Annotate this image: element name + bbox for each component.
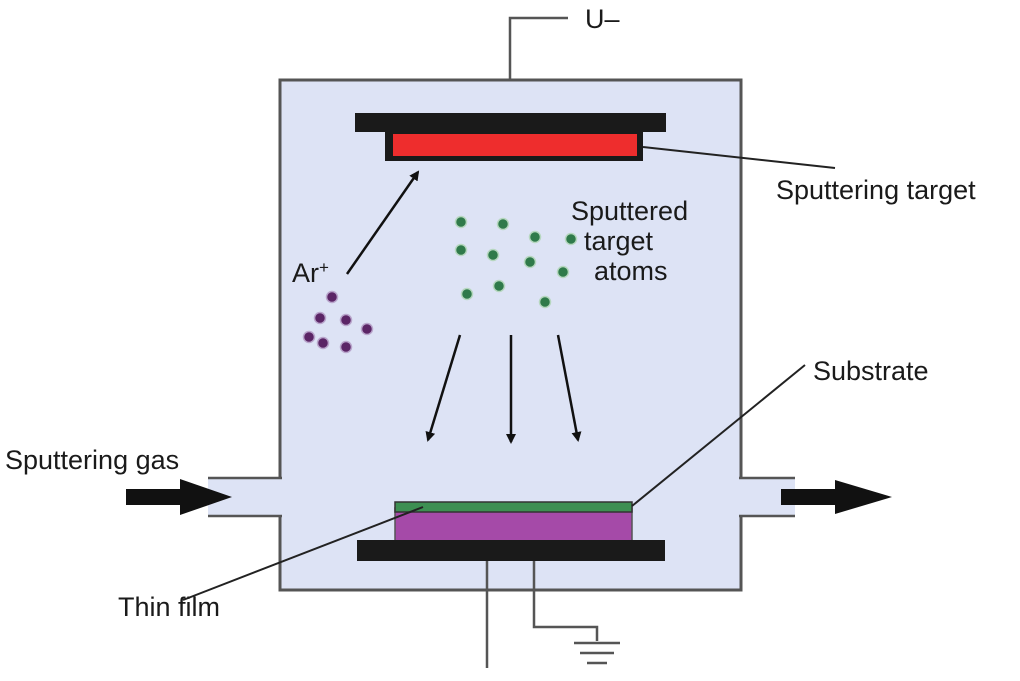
argon-ion-symbol: Ar: [292, 258, 319, 288]
voltage-label: U–: [585, 4, 620, 34]
sputtered-atoms-line-1: Sputtered: [571, 196, 689, 226]
thin-film: [394, 501, 633, 513]
sputtered-atoms-line-3: atoms: [594, 256, 668, 286]
voltage-lead: [508, 16, 568, 82]
argon-ion-arrow: [345, 170, 420, 275]
ground-icon: [574, 641, 620, 665]
sputtered-atoms-line-2: target: [584, 226, 654, 256]
arrow-right-icon: [781, 480, 892, 514]
target-leader-line: [642, 146, 836, 169]
sputtering-target-label: Sputtering target: [776, 175, 976, 205]
substrate-leads: [485, 561, 599, 668]
deposition-arrows: [425, 334, 582, 444]
target-holder: [355, 113, 666, 132]
substrate: [394, 507, 633, 545]
sputtered-atoms-label: Sputtered target atoms: [571, 196, 688, 286]
sputtering-gas-label: Sputtering gas: [5, 445, 180, 475]
thin-film-leader-line: [182, 506, 424, 601]
substrate-leader-line: [631, 364, 806, 507]
sputtered-target-atoms: [454, 215, 578, 309]
argon-ion-label: Ar+: [292, 253, 329, 288]
arrow-right-icon: [126, 479, 232, 515]
thin-film-label: Thin film: [118, 592, 221, 622]
substrate-holder: [357, 540, 665, 561]
substrate-label: Substrate: [813, 356, 929, 386]
argon-ion-charge: +: [319, 258, 329, 277]
sputtering-target: [393, 134, 637, 156]
argon-ions: [302, 290, 374, 354]
